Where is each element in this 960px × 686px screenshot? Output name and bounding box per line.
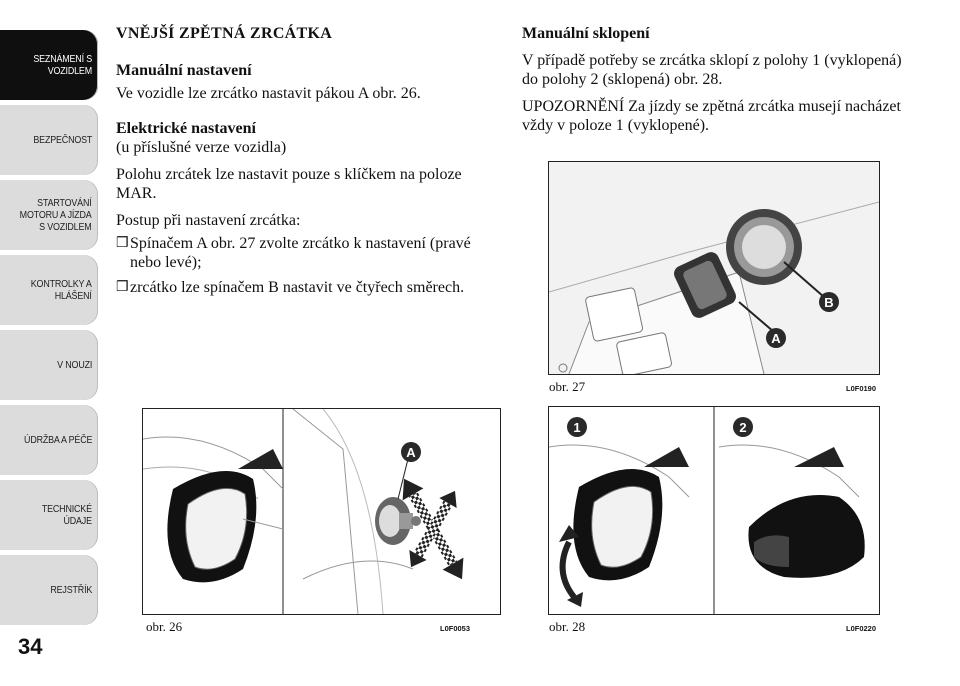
warning-text: UPOZORNĚNÍ Za jízdy se zpětná zrcátka mu… (522, 98, 901, 134)
marker-b-label: B (824, 295, 833, 310)
marker-b-badge (819, 292, 839, 312)
figure-27-code: L0F0190 (846, 384, 877, 393)
marker-a-label: A (406, 445, 416, 460)
tab-udrzba[interactable]: ÚDRŽBA A PÉČE (0, 405, 98, 475)
figure-26: A (142, 408, 501, 615)
marker-1-label: 1 (573, 420, 580, 435)
tab-label: BEZPEČNOST (33, 134, 92, 146)
list-item: ❒ Spínačem A obr. 27 zvolte zrcátko k na… (116, 234, 501, 272)
chapter-sidebar: SEZNÁMENÍ S VOZIDLEM BEZPEČNOST STARTOVÁ… (0, 0, 100, 686)
tab-rejstrik[interactable]: REJSTŘÍK (0, 555, 98, 625)
tab-label: ÚDRŽBA A PÉČE (23, 434, 92, 446)
tab-startovani[interactable]: STARTOVÁNÍ MOTORU A JÍZDA S VOZIDLEM (0, 180, 98, 250)
marker-a-label: A (771, 331, 781, 346)
tab-label: TECHNICKÉ ÚDAJE (41, 503, 92, 527)
manual-heading: Manuální nastavení (116, 62, 252, 79)
marker-2-label: 2 (739, 420, 746, 435)
tab-bezpecnost[interactable]: BEZPEČNOST (0, 105, 98, 175)
electric-heading: Elektrické nastavení (116, 120, 256, 137)
tab-v-nouzi[interactable]: V NOUZI (0, 330, 98, 400)
marker-2-badge (733, 417, 753, 437)
figure-28-caption: obr. 28 (549, 619, 586, 634)
list-item: ❒ zrcátko lze spínačem B nastavit ve čty… (116, 278, 501, 297)
fold-heading: Manuální sklopení (522, 25, 650, 42)
electric-subtitle: (u příslušné verze vozidla) (116, 139, 287, 156)
list-item-text: Spínačem A obr. 27 zvolte zrcátko k nast… (130, 235, 471, 271)
mirror-fold-illustration: 1 2 (549, 407, 865, 614)
mirror-lever-illustration: A (143, 409, 464, 614)
tab-seznameni[interactable]: SEZNÁMENÍ S VOZIDLEM (0, 30, 98, 100)
mirror-switch-illustration: A B (549, 201, 879, 374)
marker-a-badge (766, 328, 786, 348)
checkbox-bullet-icon: ❒ (116, 236, 129, 251)
figure-28: 1 2 (548, 406, 880, 615)
marker-a-badge (401, 442, 421, 462)
marker-1-badge (567, 417, 587, 437)
fold-text: V případě potřeby se zrcátka sklopí z po… (522, 52, 902, 88)
right-column: Manuální sklopení V případě potřeby se z… (522, 24, 902, 143)
figure-28-code: L0F0220 (846, 624, 877, 633)
figure-26-caption: obr. 26 (146, 619, 183, 634)
list-item-text: zrcátko lze spínačem B nastavit ve čtyře… (130, 279, 465, 296)
section-heading: VNĚJŠÍ ZPĚTNÁ ZRCÁTKA (116, 25, 333, 42)
tab-label: V NOUZI (56, 359, 92, 371)
procedure-text: Postup při nastavení zrcátka: (116, 212, 301, 229)
left-column: VNĚJŠÍ ZPĚTNÁ ZRCÁTKA Manuální nastavení… (116, 24, 501, 303)
page-number: 34 (18, 634, 43, 659)
manual-text: Ve vozidle lze zrcátko nastavit pákou A … (116, 85, 421, 102)
tab-label: KONTROLKY A HLÁŠENÍ (31, 278, 92, 302)
checkbox-bullet-icon: ❒ (116, 280, 129, 295)
tab-label: SEZNÁMENÍ S VOZIDLEM (33, 53, 92, 77)
figure-26-code: L0F0053 (440, 624, 471, 633)
tab-label: REJSTŘÍK (50, 584, 92, 596)
figure-27-caption: obr. 27 (549, 379, 586, 394)
figure-27: A B (548, 161, 880, 375)
electric-text: Polohu zrcátek lze nastavit pouze s klíč… (116, 166, 462, 202)
tab-kontrolky[interactable]: KONTROLKY A HLÁŠENÍ (0, 255, 98, 325)
tab-label: STARTOVÁNÍ MOTORU A JÍZDA S VOZIDLEM (20, 197, 92, 233)
tab-technicke[interactable]: TECHNICKÉ ÚDAJE (0, 480, 98, 550)
